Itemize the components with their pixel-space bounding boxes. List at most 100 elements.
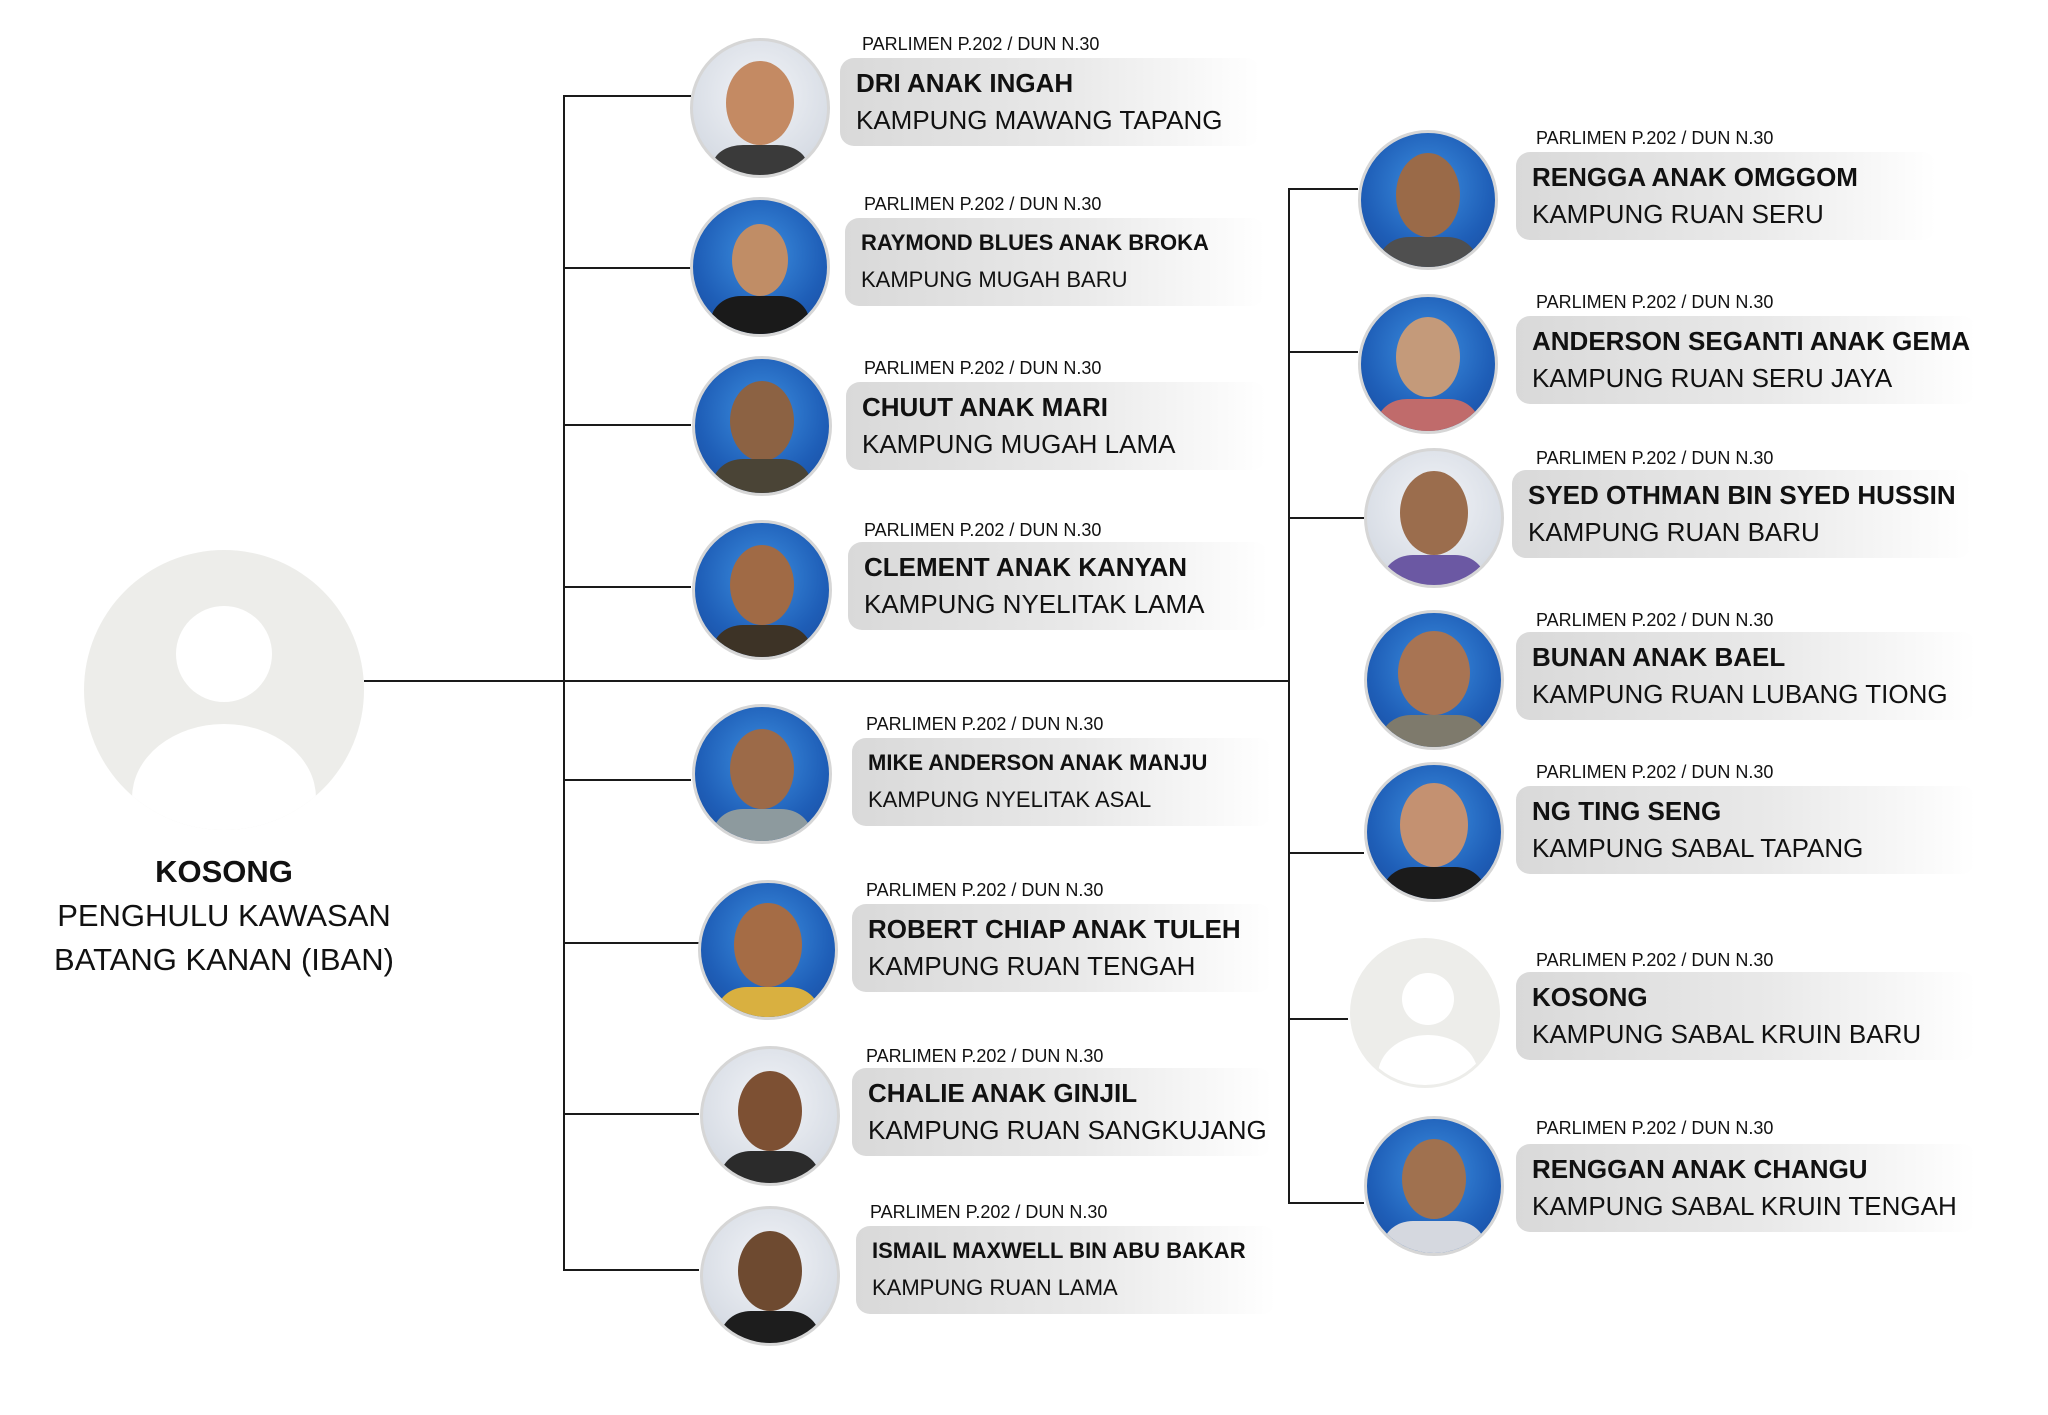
member-card: CHUUT ANAK MARI KAMPUNG MUGAH LAMA xyxy=(846,382,1266,470)
member-name: BUNAN ANAK BAEL xyxy=(1532,642,1786,672)
member-name: RENGGAN ANAK CHANGU xyxy=(1532,1154,1868,1184)
member-constituency: PARLIMEN P.202 / DUN N.30 xyxy=(866,1046,1104,1066)
root-text: KOSONG PENGHULU KAWASAN BATANG KANAN (IB… xyxy=(24,850,424,982)
portrait-icon xyxy=(1383,471,1485,585)
member-avatar xyxy=(698,880,838,1020)
member-village: KAMPUNG MAWANG TAPANG xyxy=(856,105,1223,135)
member-card: NG TING SENG KAMPUNG SABAL TAPANG xyxy=(1516,786,1976,874)
member-card: ROBERT CHIAP ANAK TULEH KAMPUNG RUAN TEN… xyxy=(852,904,1272,992)
member-avatar xyxy=(1364,1116,1504,1256)
member-card: CLEMENT ANAK KANYAN KAMPUNG NYELITAK LAM… xyxy=(848,542,1268,630)
connector-trunk xyxy=(364,680,1290,682)
connector-right-branch xyxy=(1288,1202,1364,1204)
connector-left-branch xyxy=(563,586,691,588)
member-name: DRI ANAK INGAH xyxy=(856,68,1074,98)
portrait-icon xyxy=(1383,783,1485,899)
connector-left-branch xyxy=(563,95,691,97)
member-village: KAMPUNG MUGAH BARU xyxy=(861,267,1128,292)
member-village: KAMPUNG NYELITAK ASAL xyxy=(868,787,1152,812)
member-card: RENGGA ANAK OMGGOM KAMPUNG RUAN SERU xyxy=(1516,152,1936,240)
member-card: SYED OTHMAN BIN SYED HUSSIN KAMPUNG RUAN… xyxy=(1512,470,1972,558)
member-name: RENGGA ANAK OMGGOM xyxy=(1532,162,1858,192)
member-constituency: PARLIMEN P.202 / DUN N.30 xyxy=(864,194,1102,214)
member-avatar xyxy=(692,704,832,844)
member-village: KAMPUNG RUAN SANGKUJANG xyxy=(868,1115,1267,1145)
member-constituency: PARLIMEN P.202 / DUN N.30 xyxy=(1536,128,1774,148)
member-constituency: PARLIMEN P.202 / DUN N.30 xyxy=(870,1202,1108,1222)
connector-right-branch xyxy=(1288,1018,1348,1020)
member-card: BUNAN ANAK BAEL KAMPUNG RUAN LUBANG TION… xyxy=(1516,632,1976,720)
member-avatar xyxy=(1364,610,1504,750)
portrait-icon xyxy=(1377,317,1479,431)
member-card: DRI ANAK INGAH KAMPUNG MAWANG TAPANG xyxy=(840,58,1260,146)
member-name: SYED OTHMAN BIN SYED HUSSIN xyxy=(1528,480,1956,510)
member-village: KAMPUNG RUAN TENGAH xyxy=(868,951,1196,981)
portrait-icon xyxy=(711,224,809,334)
member-village: KAMPUNG SABAL KRUIN BARU xyxy=(1532,1019,1922,1049)
member-name: MIKE ANDERSON ANAK MANJU xyxy=(868,750,1208,775)
connector-left-spine xyxy=(563,96,565,1270)
member-name: ANDERSON SEGANTI ANAK GEMA xyxy=(1532,326,1971,356)
root-title-line1: PENGHULU KAWASAN xyxy=(57,898,391,933)
member-card: CHALIE ANAK GINJIL KAMPUNG RUAN SANGKUJA… xyxy=(852,1068,1272,1156)
member-constituency: PARLIMEN P.202 / DUN N.30 xyxy=(1536,292,1774,312)
member-village: KAMPUNG RUAN LAMA xyxy=(872,1275,1118,1300)
connector-right-branch xyxy=(1288,188,1358,190)
member-card: ISMAIL MAXWELL BIN ABU BAKAR KAMPUNG RUA… xyxy=(856,1226,1276,1314)
member-name: ROBERT CHIAP ANAK TULEH xyxy=(868,914,1241,944)
member-name: ISMAIL MAXWELL BIN ABU BAKAR xyxy=(872,1238,1246,1263)
member-constituency: PARLIMEN P.202 / DUN N.30 xyxy=(864,520,1102,540)
connector-left-branch xyxy=(563,942,699,944)
connector-left-branch xyxy=(563,267,691,269)
member-constituency: PARLIMEN P.202 / DUN N.30 xyxy=(1536,950,1774,970)
person-placeholder-icon xyxy=(1378,973,1478,1085)
member-village: KAMPUNG RUAN SERU xyxy=(1532,199,1824,229)
member-avatar xyxy=(1358,130,1498,270)
portrait-icon xyxy=(713,61,807,175)
member-constituency: PARLIMEN P.202 / DUN N.30 xyxy=(1536,1118,1774,1138)
member-village: KAMPUNG RUAN SERU JAYA xyxy=(1532,363,1893,393)
member-card: KOSONG KAMPUNG SABAL KRUIN BARU xyxy=(1516,972,1976,1060)
connector-left-branch xyxy=(563,779,691,781)
member-card: RENGGAN ANAK CHANGU KAMPUNG SABAL KRUIN … xyxy=(1516,1144,1976,1232)
member-avatar xyxy=(692,520,832,660)
portrait-icon xyxy=(713,545,811,657)
portrait-icon xyxy=(1383,1139,1485,1253)
member-avatar xyxy=(700,1206,840,1346)
member-village: KAMPUNG SABAL KRUIN TENGAH xyxy=(1532,1191,1957,1221)
member-village: KAMPUNG MUGAH LAMA xyxy=(862,429,1176,459)
connector-left-branch xyxy=(563,424,691,426)
member-constituency: PARLIMEN P.202 / DUN N.30 xyxy=(1536,610,1774,630)
member-name: CHUUT ANAK MARI xyxy=(862,392,1109,422)
root-name: KOSONG xyxy=(155,854,293,889)
root-avatar xyxy=(84,550,364,830)
member-village: KAMPUNG RUAN BARU xyxy=(1528,517,1820,547)
connector-right-spine xyxy=(1288,188,1290,1202)
member-name: CHALIE ANAK GINJIL xyxy=(868,1078,1138,1108)
member-constituency: PARLIMEN P.202 / DUN N.30 xyxy=(864,358,1102,378)
member-avatar-placeholder xyxy=(1350,938,1500,1088)
member-constituency: PARLIMEN P.202 / DUN N.30 xyxy=(1536,762,1774,782)
member-constituency: PARLIMEN P.202 / DUN N.30 xyxy=(866,714,1104,734)
portrait-icon xyxy=(721,1231,819,1343)
portrait-icon xyxy=(713,381,811,493)
member-card: MIKE ANDERSON ANAK MANJU KAMPUNG NYELITA… xyxy=(852,738,1272,826)
person-placeholder-icon xyxy=(132,606,316,830)
portrait-icon xyxy=(1381,631,1487,747)
portrait-icon xyxy=(1379,153,1477,267)
portrait-icon xyxy=(721,1071,819,1183)
portrait-icon xyxy=(713,729,811,841)
connector-right-branch xyxy=(1288,852,1364,854)
member-avatar xyxy=(690,38,830,178)
member-avatar xyxy=(700,1046,840,1186)
member-card: ANDERSON SEGANTI ANAK GEMA KAMPUNG RUAN … xyxy=(1516,316,1976,404)
member-constituency: PARLIMEN P.202 / DUN N.30 xyxy=(866,880,1104,900)
connector-right-branch xyxy=(1288,351,1358,353)
member-avatar xyxy=(692,356,832,496)
connector-left-branch xyxy=(563,1113,699,1115)
member-card: RAYMOND BLUES ANAK BROKA KAMPUNG MUGAH B… xyxy=(845,218,1265,306)
connector-right-branch xyxy=(1288,517,1364,519)
member-avatar xyxy=(1364,448,1504,588)
member-constituency: PARLIMEN P.202 / DUN N.30 xyxy=(862,34,1100,54)
member-name: KOSONG xyxy=(1532,982,1648,1012)
